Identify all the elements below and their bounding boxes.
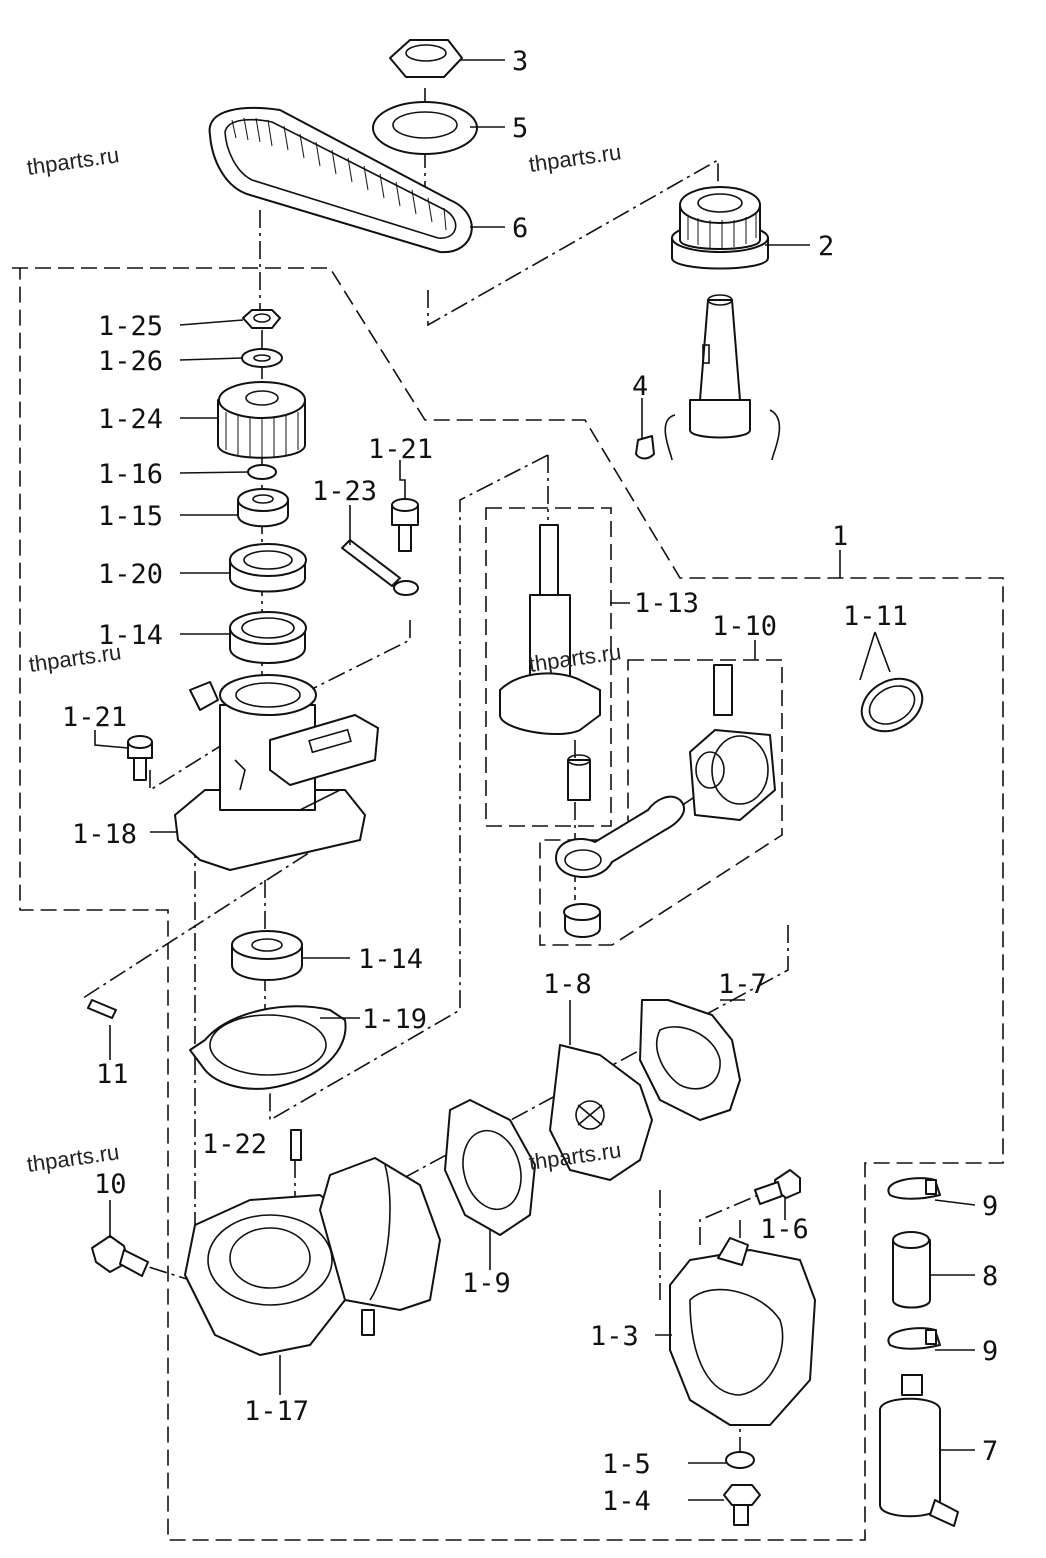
part-1-21-bolt-lower[interactable] — [127, 735, 153, 781]
part-1-20-oil-seal[interactable] — [229, 543, 307, 593]
part-piston-pin[interactable] — [713, 664, 733, 716]
part-piston[interactable] — [689, 729, 776, 821]
label-1-26[interactable]: 1-26 — [98, 346, 163, 377]
label-1-11[interactable]: 1-11 — [843, 601, 908, 632]
label-1-25[interactable]: 1-25 — [98, 311, 163, 342]
label-1-19[interactable]: 1-19 — [362, 1004, 427, 1035]
label-1-15[interactable]: 1-15 — [98, 501, 163, 532]
part-1-23-ground-strap[interactable] — [341, 539, 419, 596]
part-connecting-rod[interactable] — [555, 795, 685, 878]
label-9-lower[interactable]: 9 — [982, 1336, 998, 1367]
label-1-9[interactable]: 1-9 — [462, 1268, 511, 1299]
label-1-10[interactable]: 1-10 — [712, 611, 777, 642]
label-1-23[interactable]: 1-23 — [312, 476, 377, 507]
part-5-washer-plate[interactable] — [372, 101, 478, 155]
label-1-14-lower[interactable]: 1-14 — [358, 944, 423, 975]
label-1-13[interactable]: 1-13 — [634, 588, 699, 619]
part-1-25-nut[interactable] — [242, 309, 281, 329]
watermark-3: thparts.ru — [27, 639, 123, 677]
label-1-4[interactable]: 1-4 — [602, 1486, 651, 1517]
part-1-7-gasket[interactable] — [639, 999, 741, 1121]
label-9-upper[interactable]: 9 — [982, 1191, 998, 1222]
leader-lines — [94, 59, 976, 1501]
label-1-5[interactable]: 1-5 — [602, 1449, 651, 1480]
part-9-hose-clamp-lower[interactable] — [887, 1327, 941, 1350]
label-1[interactable]: 1 — [832, 521, 848, 552]
part-10-bolt[interactable] — [91, 1235, 149, 1277]
label-1-24[interactable]: 1-24 — [98, 404, 163, 435]
part-2-drive-pulley[interactable] — [671, 186, 769, 270]
label-1-22[interactable]: 1-22 — [202, 1129, 267, 1160]
part-1-15-seal[interactable] — [237, 488, 289, 528]
label-1-8[interactable]: 1-8 — [543, 969, 592, 1000]
label-7[interactable]: 7 — [982, 1436, 998, 1467]
part-1-6-bolt[interactable] — [754, 1169, 801, 1205]
part-1-17-cylinder-body[interactable] — [184, 1157, 441, 1356]
watermark-1: thparts.ru — [25, 142, 121, 180]
label-4[interactable]: 4 — [632, 371, 648, 402]
part-11-dowel-pin[interactable] — [87, 999, 117, 1019]
subassembly-1-13-box — [485, 507, 612, 827]
part-6-timing-belt[interactable] — [208, 107, 473, 254]
part-1-18-pump-housing[interactable] — [174, 674, 379, 871]
assembly-1-boundary — [12, 267, 1004, 1541]
label-2[interactable]: 2 — [818, 231, 834, 262]
part-1-19-gasket[interactable] — [189, 1005, 347, 1090]
part-8-hose[interactable] — [892, 1231, 931, 1309]
label-3[interactable]: 3 — [512, 46, 528, 77]
part-1-22-dowel[interactable] — [290, 1129, 302, 1161]
part-labels: 3 5 6 2 4 1 1-25 1-26 1-24 1-16 1-15 1-2… — [62, 46, 998, 1517]
part-1-14-bearing-lower[interactable] — [231, 930, 303, 981]
watermark-2: thparts.ru — [527, 139, 623, 177]
label-8[interactable]: 8 — [982, 1261, 998, 1292]
part-9-hose-clamp-upper[interactable] — [887, 1177, 941, 1200]
part-1-13-crankshaft[interactable] — [499, 524, 601, 736]
part-4-woodruff-key[interactable] — [635, 435, 655, 460]
part-needle-bearing[interactable] — [563, 903, 601, 938]
part-1-16-washer[interactable] — [247, 464, 277, 480]
label-1-7[interactable]: 1-7 — [718, 969, 767, 1000]
label-10[interactable]: 10 — [94, 1169, 127, 1200]
label-1-21-upper[interactable]: 1-21 — [368, 434, 433, 465]
label-1-17[interactable]: 1-17 — [244, 1396, 309, 1427]
part-1-11-piston-rings[interactable] — [852, 668, 931, 742]
label-1-20[interactable]: 1-20 — [98, 559, 163, 590]
label-1-16[interactable]: 1-16 — [98, 459, 163, 490]
part-1-5-washer[interactable] — [725, 1451, 755, 1469]
part-1-14-bearing-upper[interactable] — [229, 611, 307, 664]
part-crank-pin — [567, 754, 591, 801]
part-1-24-sprocket[interactable] — [217, 381, 306, 459]
part-3-hex-nut[interactable] — [389, 39, 463, 78]
part-1-21-bolt-upper[interactable] — [391, 498, 419, 552]
label-6[interactable]: 6 — [512, 213, 528, 244]
part-1-3-pump-cover[interactable] — [669, 1237, 816, 1426]
part-1-8-valve-plate[interactable] — [549, 1044, 653, 1181]
label-1-3[interactable]: 1-3 — [590, 1321, 639, 1352]
part-1-4-fitting[interactable] — [723, 1484, 761, 1526]
label-1-18[interactable]: 1-18 — [72, 819, 137, 850]
crankshaft-stub — [664, 294, 781, 461]
subassembly-1-10-box — [539, 659, 783, 946]
label-1-14-upper[interactable]: 1-14 — [98, 620, 163, 651]
part-1-26-washer[interactable] — [241, 348, 283, 368]
label-1-6[interactable]: 1-6 — [760, 1214, 809, 1245]
part-7-fuel-filter[interactable] — [879, 1374, 959, 1527]
label-11[interactable]: 11 — [96, 1059, 129, 1090]
label-1-21-lower[interactable]: 1-21 — [62, 702, 127, 733]
part-1-9-gasket[interactable] — [444, 1099, 536, 1236]
label-5[interactable]: 5 — [512, 113, 528, 144]
